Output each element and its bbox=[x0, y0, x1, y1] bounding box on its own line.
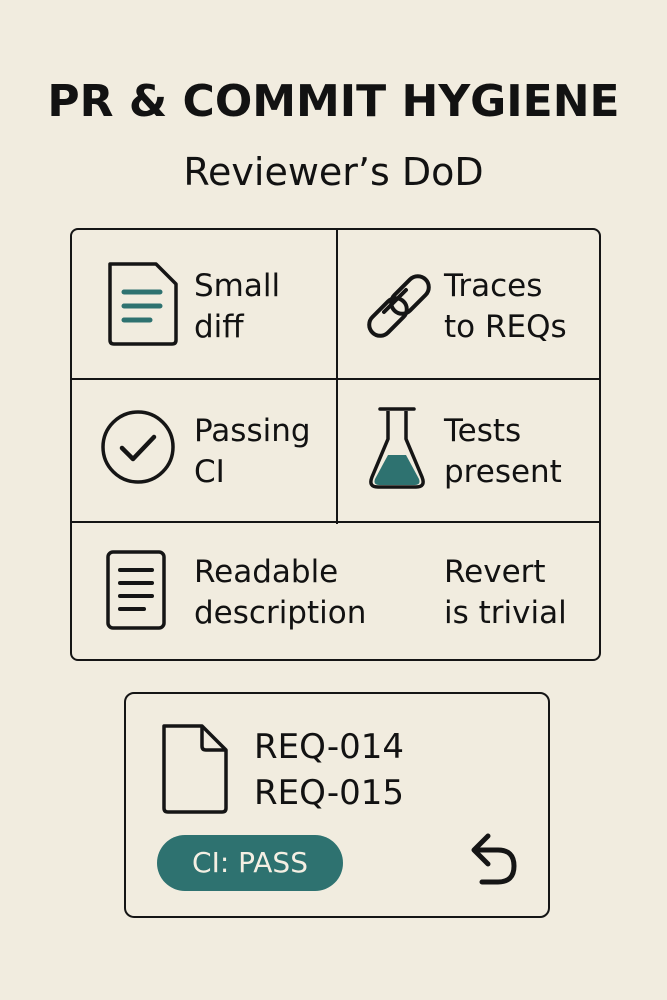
checklist-label: Readable bbox=[194, 554, 339, 590]
grid-divider bbox=[72, 378, 599, 380]
document-lines-icon bbox=[108, 262, 178, 346]
checklist-item-readable-description: Readable description bbox=[72, 524, 372, 659]
requirement-id: REQ-014 bbox=[254, 727, 404, 767]
grid-divider bbox=[336, 230, 338, 524]
checklist-item-traces-to-reqs: Traces to REQs bbox=[338, 230, 600, 378]
checklist-label: present bbox=[444, 454, 562, 490]
list-document-icon bbox=[106, 550, 166, 630]
grid-divider bbox=[72, 521, 599, 523]
checklist-label: to REQs bbox=[444, 309, 567, 345]
checklist-label: Revert bbox=[444, 554, 546, 590]
ci-status-badge: CI: PASS bbox=[157, 835, 343, 891]
checklist-item-tests-present: Tests present bbox=[338, 381, 600, 521]
checklist-item-passing-ci: Passing CI bbox=[72, 381, 336, 521]
checklist-label: Passing bbox=[194, 413, 311, 449]
checklist-label: CI bbox=[194, 454, 225, 490]
undo-arrow-icon[interactable] bbox=[464, 826, 524, 888]
checklist-item-revert-is-trivial: Revert is trivial bbox=[372, 524, 600, 659]
chain-link-icon bbox=[367, 274, 431, 338]
page-title: PR & COMMIT HYGIENE bbox=[47, 76, 620, 127]
checklist-label: Small bbox=[194, 268, 281, 304]
pr-summary-card: REQ-014 REQ-015 CI: PASS bbox=[124, 692, 550, 918]
flask-icon bbox=[369, 407, 425, 489]
file-icon bbox=[162, 724, 228, 814]
requirement-id: REQ-015 bbox=[254, 773, 404, 813]
checklist-label: is trivial bbox=[444, 595, 567, 631]
checklist-label: description bbox=[194, 595, 367, 631]
checklist-label: Traces bbox=[444, 268, 543, 304]
page-subtitle: Reviewer’s DoD bbox=[183, 150, 484, 194]
checklist-grid: Small diff Traces to REQs Passing CI Tes bbox=[70, 228, 601, 661]
checklist-label: Tests bbox=[444, 413, 522, 449]
check-circle-icon bbox=[101, 410, 175, 484]
checklist-label: diff bbox=[194, 309, 244, 345]
checklist-item-small-diff: Small diff bbox=[72, 230, 336, 378]
